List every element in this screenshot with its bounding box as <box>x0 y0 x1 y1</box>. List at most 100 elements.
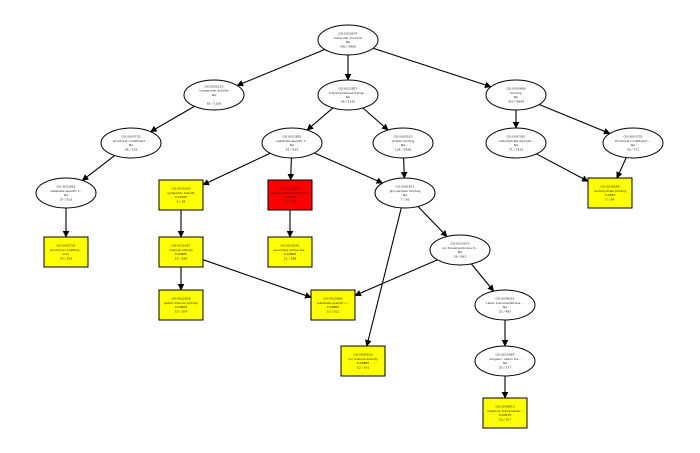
node-label-line: ... <box>213 97 216 101</box>
node-ellipse <box>374 177 436 209</box>
node-ellipse <box>485 79 547 111</box>
edge-n12-n13 <box>470 263 495 292</box>
node-label-line: GO:0046873 <box>495 405 514 409</box>
edge-n6-n15 <box>202 152 271 186</box>
edge-n3-n7 <box>362 107 389 131</box>
node-label-line: 23 / 487 <box>499 309 512 313</box>
node-label-line: substrate-specific c... <box>317 301 349 305</box>
edge-n1-n2 <box>236 49 326 87</box>
node-ellipse <box>474 345 536 377</box>
node-label-line: 41 / 914 <box>286 147 299 151</box>
node-label-line: 15 / 285 <box>284 199 297 203</box>
node-label-line: 10 / 204 <box>175 309 188 313</box>
edge-n6-n16 <box>287 157 295 181</box>
edge-n2-n5 <box>150 105 195 133</box>
node-ellipse <box>602 127 664 159</box>
node-label-line: 0.00970 <box>499 413 511 417</box>
node-label-line: NA <box>129 143 134 147</box>
node-label-line: structural constitue... <box>50 248 82 252</box>
edge-n18-n22 <box>202 259 312 299</box>
node-label-line: binding <box>510 91 521 95</box>
node-label-line: structural constituent ... <box>615 139 651 143</box>
node-label-line: 0.00865 <box>284 252 296 256</box>
node-label-line: passive transmembran... <box>271 191 308 195</box>
node-label-line: molecular_function <box>334 36 363 40</box>
edge-n6-n11 <box>314 152 384 184</box>
node-label-line: inorganic cation tra... <box>489 357 521 361</box>
node-label-line: 134 / 2958 <box>395 147 411 151</box>
node-label-line: GO:0005216 <box>353 353 372 357</box>
node-label-line: GO:0015291 <box>280 244 299 248</box>
node-label-line: NA <box>514 143 519 147</box>
node-label-line: NA <box>212 93 217 97</box>
node-label-line: 0.00865 <box>327 305 339 309</box>
node-label-line: GO:0022891 <box>282 135 301 139</box>
node-label-line: GO:0097367 <box>506 135 525 139</box>
node-label-line: NA <box>290 143 295 147</box>
node-label-line: structural constituent ... <box>113 139 149 143</box>
edge-n1-n4 <box>372 47 492 89</box>
node-label-line: NA <box>514 95 519 99</box>
node-label-line: 30 / 771 <box>627 147 640 151</box>
node-label-line: NA <box>631 143 636 147</box>
edge-layer <box>62 47 627 399</box>
node-label-line: GO:0022892 <box>56 185 75 189</box>
node-label-line: substrate-specific t... <box>50 189 82 193</box>
node-label-line: GO:0030246 <box>600 185 619 189</box>
node-box <box>482 397 528 429</box>
node-label-line: ion transmembrane tr... <box>442 246 478 250</box>
node-label-line: 23 / 359 <box>60 256 73 260</box>
node-label-line: ion channel activity <box>348 357 378 361</box>
node-label-line: 11 / 288 <box>284 256 297 260</box>
node-label-line: NA <box>64 193 69 197</box>
node-label-line: 10 / 201 <box>327 309 340 313</box>
node-label-line: cation transmembrane ... <box>486 301 524 305</box>
node-ellipse <box>317 24 379 56</box>
node-label-line: GO:0022803 <box>280 187 299 191</box>
node-label-line: transporter activity <box>200 89 229 93</box>
node-label-line: 1.0e-05 <box>284 195 296 199</box>
node-label-line: 71 / 1413 <box>509 147 523 151</box>
node-box <box>267 236 313 268</box>
node-label-line: 65 / 1156 <box>207 102 221 106</box>
node-label-line: NA <box>346 95 351 99</box>
node-label-line: 20 / 307 <box>499 417 512 421</box>
node-label-line: GO:0003735 <box>623 135 642 139</box>
node-label-line: GO:0003735 <box>56 244 75 248</box>
node-label-line: 10 / 191 <box>357 365 370 369</box>
node-label-line: carbohydrate binding <box>594 189 626 193</box>
node-label-line: GO:0008324 <box>495 297 514 301</box>
node-label-line: substrate-specific t... <box>276 139 308 143</box>
node-label-line: GO:0005488 <box>506 87 525 91</box>
edge-n11-n12 <box>417 206 448 237</box>
node-label-line: NA <box>503 305 508 309</box>
node-label-line: 7 / 56 <box>401 197 410 201</box>
edge-n7-n11 <box>400 157 408 179</box>
node-label-line: NA <box>458 250 463 254</box>
node-label-line: GO:0001871 <box>395 185 414 189</box>
node-label-line: 400 / 9965 <box>340 44 356 48</box>
node-label-line: GO:0015293 <box>171 187 190 191</box>
node-box <box>158 179 204 211</box>
node-ellipse <box>100 127 162 159</box>
edge-n9-n20 <box>616 157 627 179</box>
